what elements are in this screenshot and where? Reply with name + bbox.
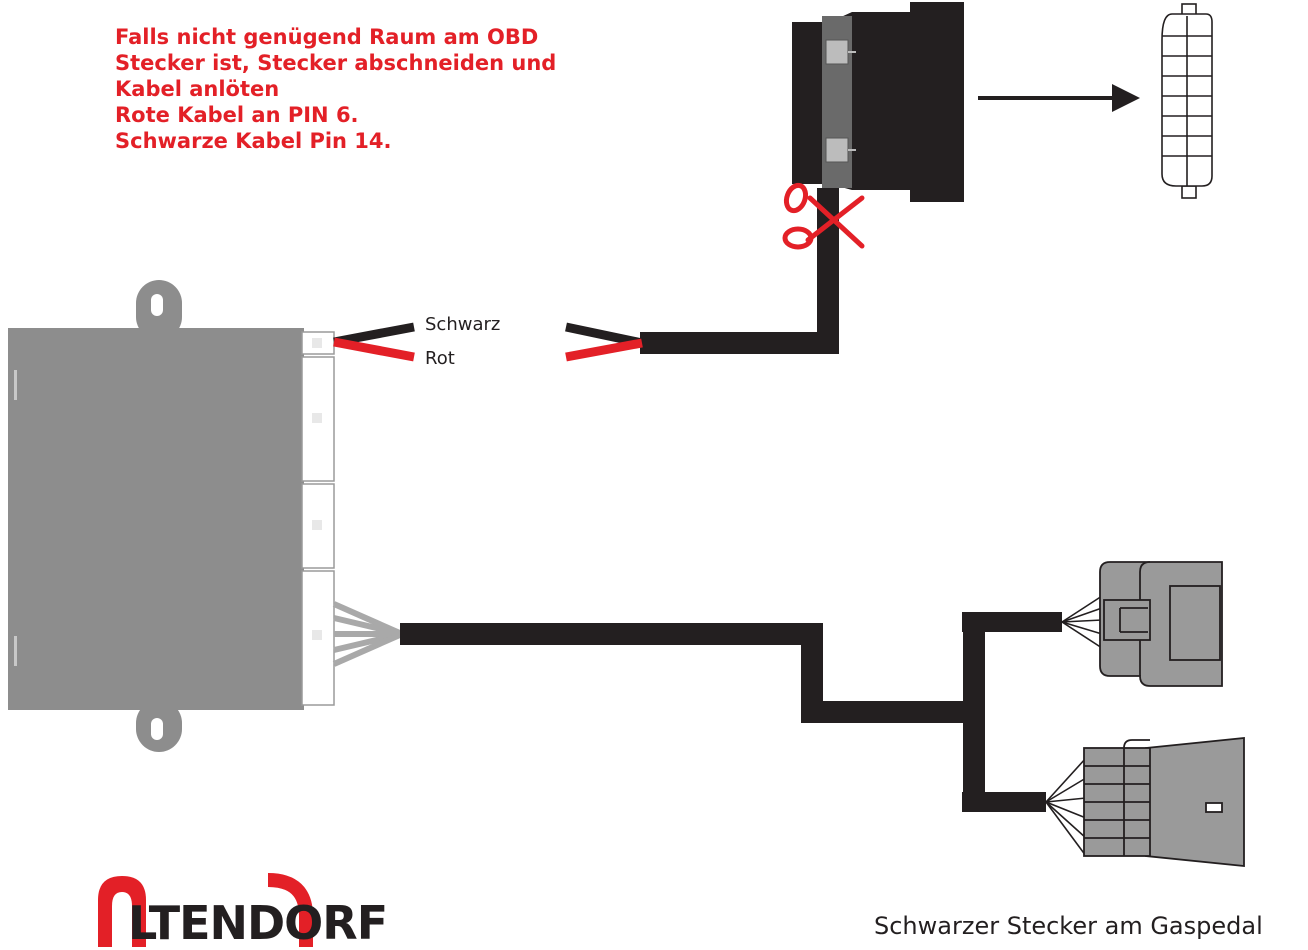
logo-text: LTENDORF [128,896,388,950]
module-box [8,280,335,752]
instruction-line-4: Rote Kabel an PIN 6. [115,103,359,127]
logo-graphic [98,873,313,947]
lower-connector [1083,737,1245,867]
obd-pin-face [1161,3,1213,199]
instruction-line-1: Falls nicht genügend Raum am OBD [115,25,539,49]
upper-connector [1099,561,1223,687]
scissors-icon [782,182,865,250]
connector-caption: Schwarzer Stecker am Gaspedal [874,912,1263,940]
instruction-line-5: Schwarze Kabel Pin 14. [115,129,392,153]
red-wire-label: Rot [425,348,455,369]
instruction-line-2: Stecker ist, Stecker abschneiden und [115,51,557,75]
black-wire-label: Schwarz [425,314,501,335]
obd-connector [792,2,964,202]
instruction-line-3: Kabel anlöten [115,77,280,101]
arrow-right-icon [978,84,1140,112]
